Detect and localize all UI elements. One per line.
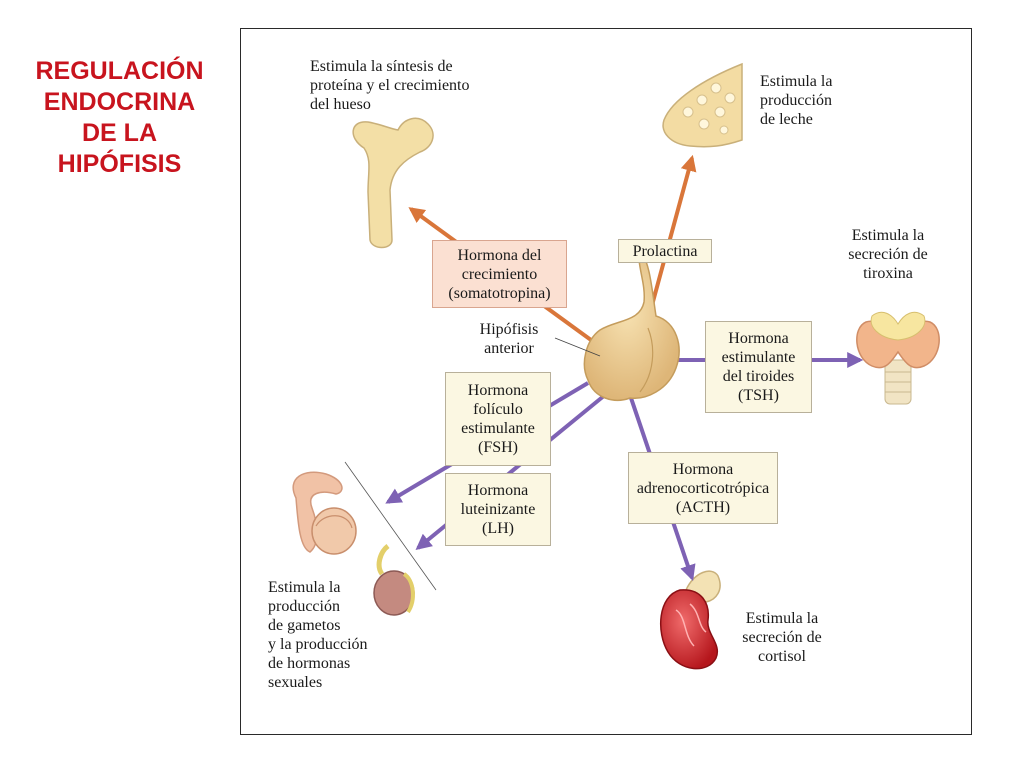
effect-line: producción — [268, 598, 340, 615]
hormone-box-gh: Hormona del crecimiento (somatotropina) — [432, 240, 567, 308]
hormone-box-tsh: Hormona estimulante del tiroides (TSH) — [705, 321, 812, 413]
hormone-line: Hormona — [728, 330, 789, 347]
effect-line: Estimula la — [745, 610, 819, 627]
effect-gonads-label: Estimula la producción de gametos y la p… — [268, 578, 368, 692]
gland-label-line: Hipófisis — [479, 321, 539, 338]
hormone-box-acth: Hormona adrenocorticotrópica (ACTH) — [628, 452, 778, 524]
gonads-illustration — [292, 461, 437, 616]
effect-line: Estimula la — [760, 73, 833, 90]
effect-milk-label: Estimula la producción de leche — [760, 72, 832, 129]
effect-line: Estimula la — [851, 227, 925, 244]
hormone-line: (FSH) — [477, 439, 518, 456]
title-line: REGULACIÓN — [35, 57, 204, 85]
effect-line: cortisol — [758, 648, 806, 665]
hormone-line: folículo — [473, 401, 523, 418]
effect-line: de gametos — [268, 617, 341, 634]
effect-line: del hueso — [310, 96, 371, 113]
hormone-line: (LH) — [482, 520, 514, 537]
hormone-line: del tiroides — [722, 368, 795, 385]
effect-line: proteína y el crecimiento — [310, 77, 470, 94]
hormone-line: Hormona — [672, 460, 734, 478]
pituitary-gland — [583, 248, 680, 401]
title-line: HIPÓFISIS — [57, 150, 182, 178]
gland-label-line: anterior — [484, 340, 534, 357]
title-line: DE LA — [82, 119, 157, 147]
gland-leader-line — [554, 337, 601, 357]
hormone-line: crecimiento — [461, 265, 538, 283]
hormone-line: Hormona — [467, 382, 529, 399]
effect-line: Estimula la — [268, 579, 341, 596]
effect-thyroid-label: Estimula la secreción de tiroxina — [826, 226, 950, 283]
slide-title: REGULACIÓN ENDOCRINA DE LA HIPÓFISIS — [12, 56, 227, 180]
hormone-line: luteinizante — [460, 501, 536, 518]
hormone-line: adrenocorticotrópica — [636, 479, 770, 497]
effect-line: secreción de — [848, 246, 928, 263]
hormone-line: Hormona del — [457, 246, 542, 264]
effect-line: producción — [760, 92, 832, 109]
hormone-line: Hormona — [467, 482, 529, 499]
hormone-line: estimulante — [721, 349, 796, 366]
breast-illustration — [662, 62, 743, 148]
effect-line: y la producción — [268, 636, 368, 653]
effect-adrenal-label: Estimula la secreción de cortisol — [728, 609, 836, 666]
hormone-line: (TSH) — [738, 387, 779, 404]
kidney-illustration — [659, 570, 721, 670]
hormone-line: (ACTH) — [675, 498, 731, 516]
hormone-line: (somatotropina) — [448, 284, 551, 302]
hormone-box-prl: Prolactina — [618, 239, 712, 263]
effect-line: de hormonas — [268, 655, 351, 672]
effect-bone-label: Estimula la síntesis de proteína y el cr… — [310, 57, 469, 114]
hormone-box-lh: Hormona luteinizante (LH) — [445, 473, 551, 546]
hormone-box-fsh: Hormona folículo estimulante (FSH) — [445, 372, 551, 466]
effect-line: secreción de — [742, 629, 822, 646]
hormone-line: estimulante — [461, 420, 535, 437]
effect-line: tiroxina — [863, 265, 913, 282]
bone-illustration — [352, 117, 434, 249]
effect-line: Estimula la síntesis de — [310, 58, 453, 75]
thyroid-illustration — [856, 311, 940, 405]
gland-label: Hipófisis anterior — [466, 320, 552, 358]
title-line: ENDOCRINA — [43, 88, 196, 116]
hormone-line: Prolactina — [632, 242, 698, 260]
effect-line: sexuales — [268, 674, 323, 691]
effect-line: de leche — [760, 111, 813, 128]
